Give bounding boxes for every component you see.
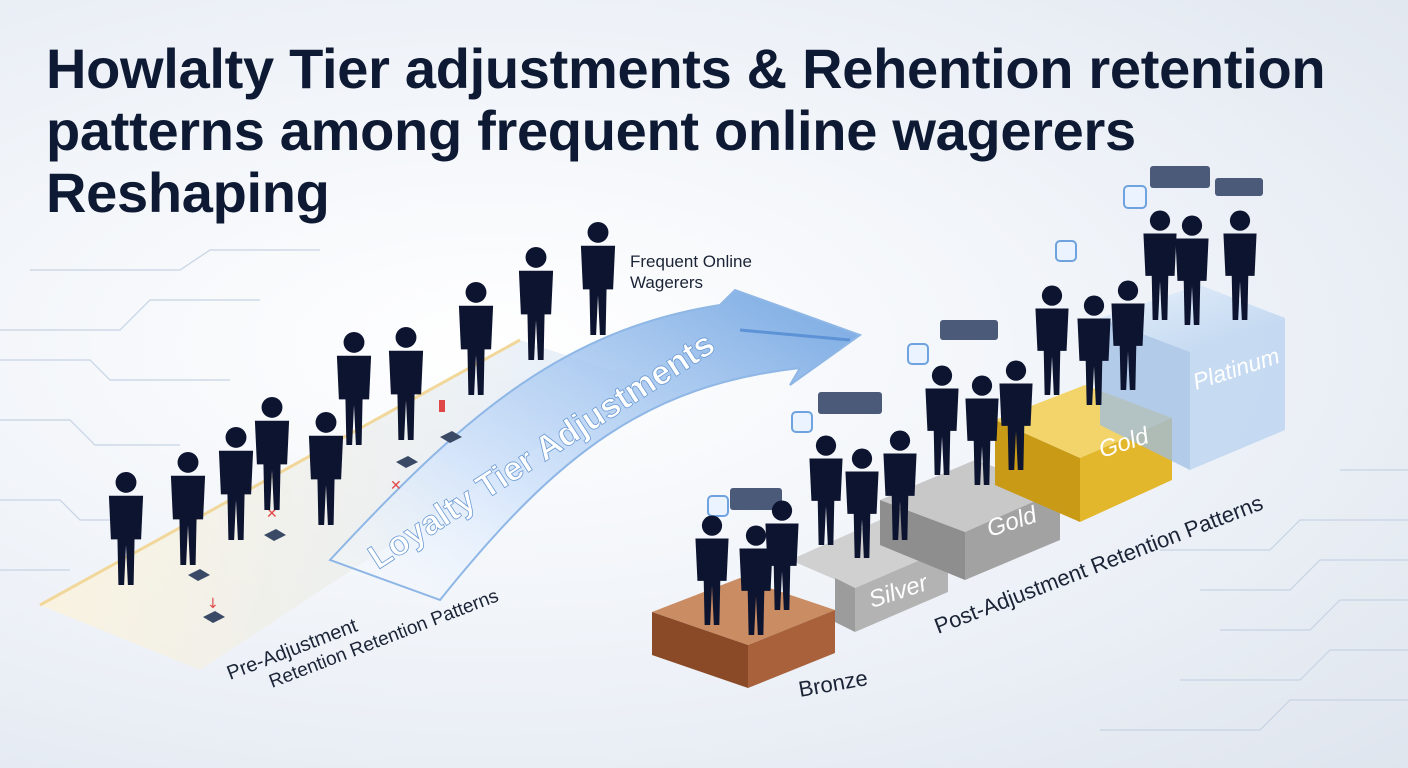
- chat-bubbles: [707, 166, 1263, 517]
- wagerer-figure: [1077, 295, 1111, 405]
- wagerer-figure: [809, 435, 843, 545]
- wagerer-figure: [170, 451, 206, 565]
- wagerer-figure: [739, 525, 773, 635]
- circuit-background-left: [0, 249, 320, 571]
- wagerer-figure: [765, 500, 799, 610]
- wagerer-figure: [108, 471, 144, 585]
- wagerer-figure: [1175, 215, 1209, 325]
- wagerer-figure: [925, 365, 959, 475]
- wagerer-figure: [308, 411, 344, 525]
- svg-text:↓: ↓: [207, 596, 219, 612]
- wagerer-figure: [1111, 280, 1145, 390]
- svg-text:✕: ✕: [390, 478, 402, 494]
- wagerer-figure: [883, 430, 917, 540]
- wagerer-figure: [1035, 285, 1069, 395]
- wagerer-figure: [999, 360, 1033, 470]
- wagerer-figure: [845, 448, 879, 558]
- wagerer-figure: [695, 515, 729, 625]
- wagerer-figure: [458, 281, 494, 395]
- wagerer-figures: [108, 210, 1257, 635]
- wagerer-figure: [1223, 210, 1257, 320]
- wagerer-figure: [965, 375, 999, 485]
- tier-block-bronze: [652, 578, 835, 688]
- loyalty-tier-arrow: [328, 288, 863, 602]
- circuit-background-right: [1100, 469, 1408, 731]
- wagerer-figure: [518, 246, 554, 360]
- wagerers-label-line2: Wagerers: [630, 273, 703, 292]
- wagerer-figure: [254, 396, 290, 510]
- wagerer-figure: [388, 326, 424, 440]
- wagerer-figure: [1143, 210, 1177, 320]
- tier-label-bronze: Bronze: [797, 665, 870, 702]
- wagerer-figure: [336, 331, 372, 445]
- wagerers-label-line1: Frequent Online: [630, 252, 752, 271]
- warning-markers: ✕ ✕ ↓: [188, 400, 462, 623]
- page-title: Howlalty Tier adjustments & Rehention re…: [46, 37, 1326, 224]
- svg-text:✕: ✕: [266, 506, 278, 522]
- wagerer-figure: [218, 426, 254, 540]
- wagerer-figure: [580, 221, 616, 335]
